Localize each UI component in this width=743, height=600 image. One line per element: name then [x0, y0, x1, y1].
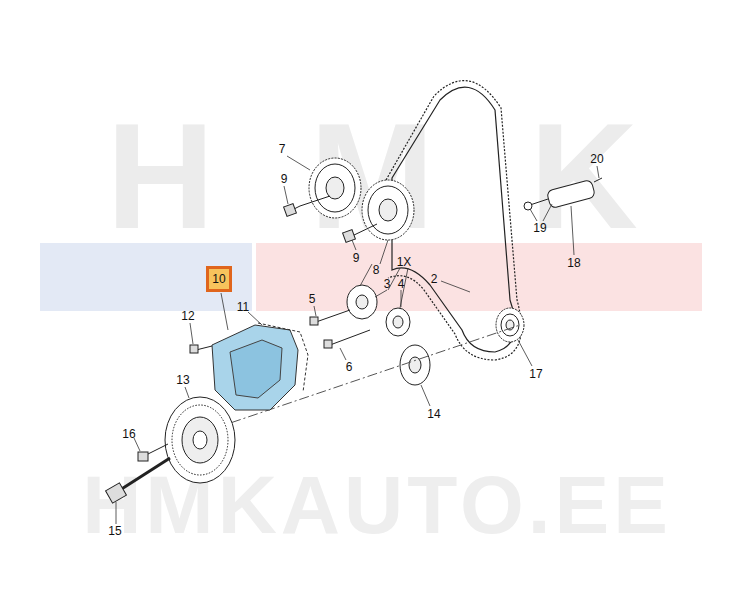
- cover-plate: [212, 325, 298, 410]
- crank-pulley: [165, 397, 235, 483]
- callout-number: 15: [108, 525, 121, 537]
- callout-number: 16: [122, 428, 135, 440]
- watermark-band: [256, 243, 702, 311]
- watermark-text: HMKAUTO.EE: [78, 464, 672, 546]
- gasket: [258, 323, 308, 392]
- callout-number: 4: [398, 278, 405, 290]
- highlighted-callout: 10: [206, 266, 232, 292]
- callout-number: 18: [567, 257, 580, 269]
- callout-number: 3: [384, 278, 391, 290]
- bolt: [292, 196, 330, 210]
- callout-number: 7: [279, 143, 286, 155]
- callout-number: 9: [281, 173, 288, 185]
- callout-number: 9: [353, 252, 360, 264]
- idler: [386, 308, 410, 336]
- callout-number: 17: [529, 368, 542, 380]
- callout-number: 19: [533, 222, 546, 234]
- callout-number: 5: [309, 293, 316, 305]
- crank-gear: [496, 308, 524, 342]
- callout-number: 11: [237, 301, 249, 313]
- callout-number: 8: [373, 264, 380, 276]
- callout-number: 13: [176, 374, 189, 386]
- sensor: [546, 179, 595, 208]
- watermark-band: [40, 243, 252, 311]
- bolt: [120, 458, 170, 490]
- callout-number: 6: [346, 361, 353, 373]
- callout-number: 1X: [397, 256, 412, 268]
- cam-gear: [362, 180, 414, 240]
- pulley: [400, 345, 430, 385]
- callout-number: 12: [181, 310, 194, 322]
- bolt: [316, 310, 350, 322]
- callout-number: 14: [427, 408, 440, 420]
- callout-number: 2: [431, 273, 438, 285]
- tensioner: [347, 285, 377, 319]
- leader-lines: [116, 156, 599, 524]
- callout-number: 20: [590, 153, 603, 165]
- cam-gear: [309, 158, 361, 218]
- callout-number: 10: [212, 273, 225, 285]
